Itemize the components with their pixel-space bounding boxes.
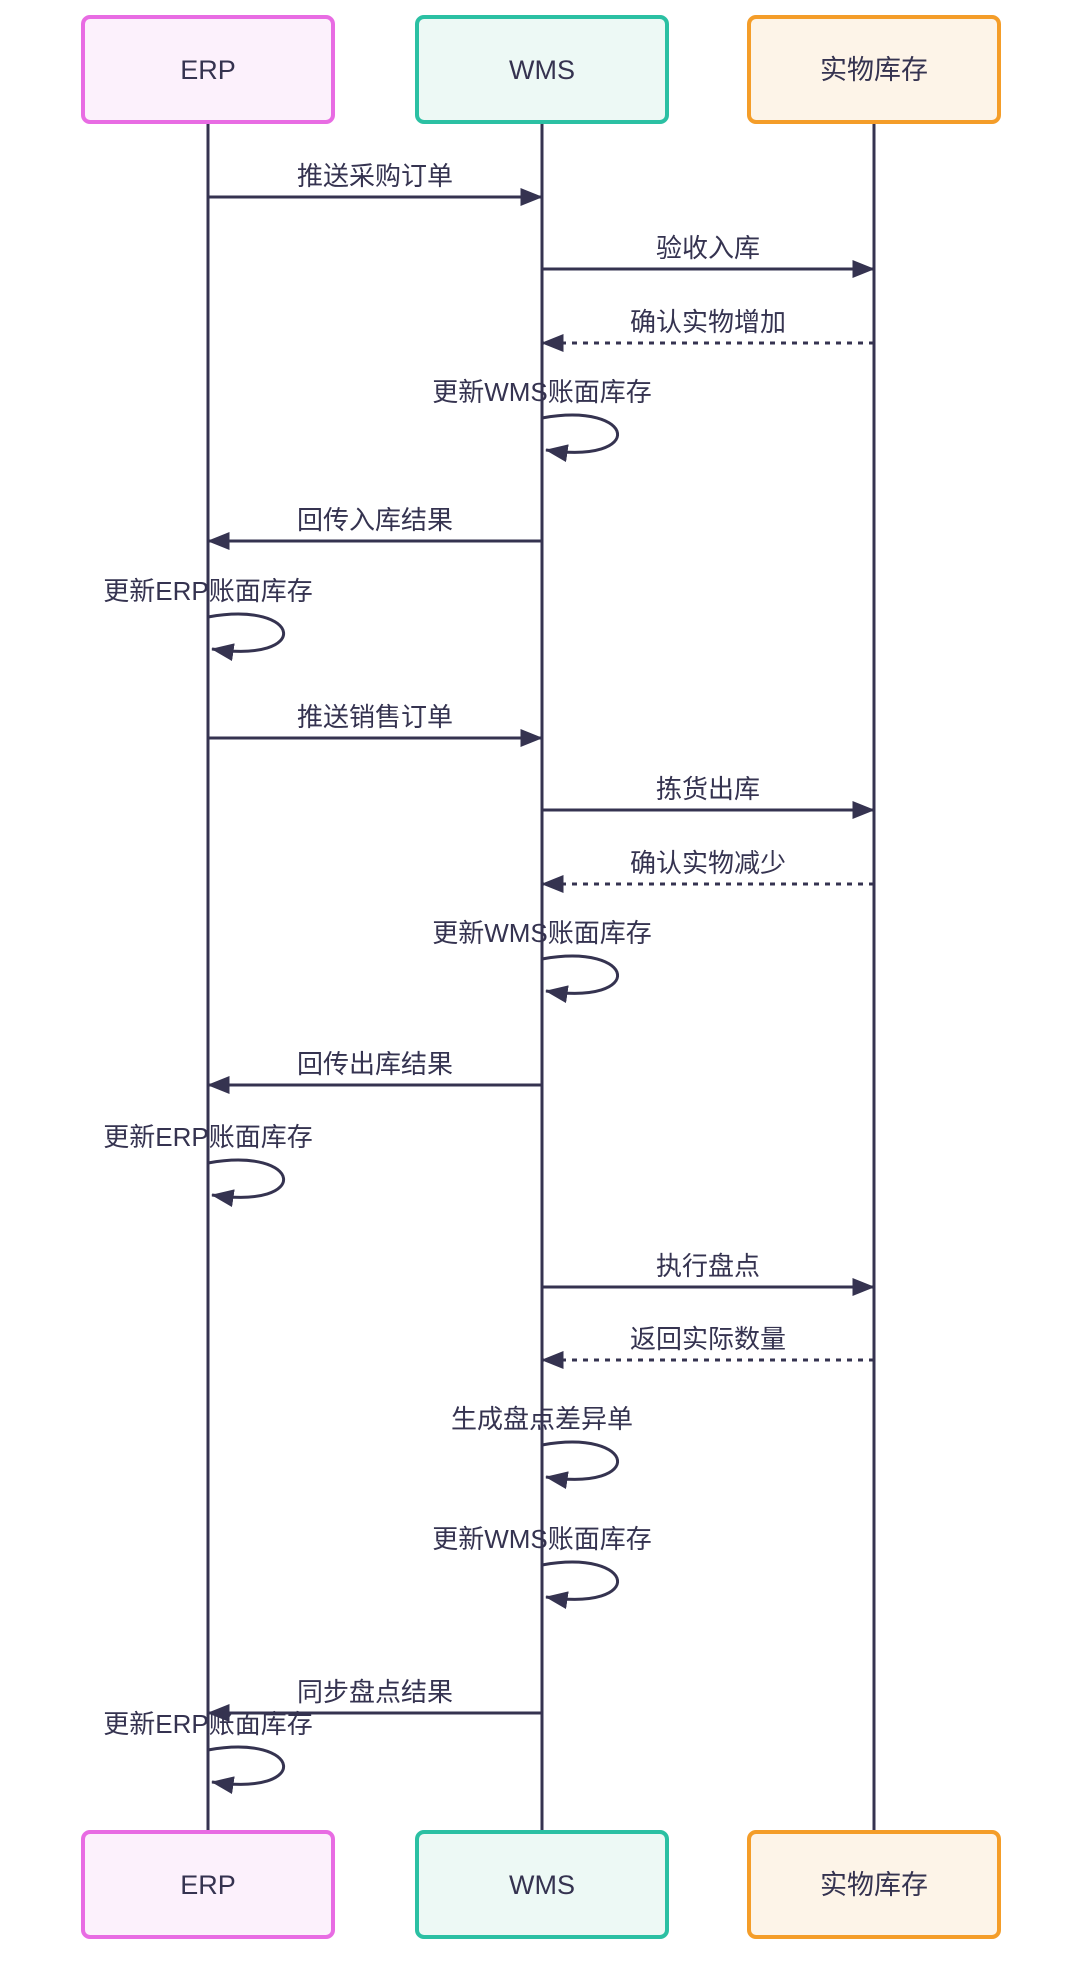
actor-wms-bottom: WMS [415,1830,669,1939]
message-label: 更新ERP账面库存 [103,576,312,606]
message-label: 返回实际数量 [630,1324,786,1354]
message-confirm-physical-increase: 确认实物增加 [541,307,874,352]
message-pick-outbound: 拣货出库 [542,774,875,819]
actor-label-physical-bottom: 实物库存 [820,1870,928,1900]
message-label: 推送采购订单 [297,161,453,191]
message-label: 验收入库 [656,233,760,263]
message-receive-inbound: 验收入库 [542,233,875,278]
self-message-update-wms-stock-1: 更新WMS账面库存 [432,377,652,463]
actor-label-erp-top: ERP [180,55,236,85]
actor-physical-top: 实物库存 [747,15,1001,124]
self-message-update-wms-stock-3: 更新WMS账面库存 [432,1524,652,1610]
self-message-update-erp-stock-2: 更新ERP账面库存 [103,1122,313,1208]
self-loop-arrow [541,413,620,463]
self-loop-arrow [541,1440,620,1490]
message-label: 更新WMS账面库存 [432,1524,652,1554]
message-label: 更新WMS账面库存 [432,918,652,948]
message-label: 同步盘点结果 [297,1677,453,1707]
message-label: 确认实物减少 [630,848,786,878]
self-loop-arrow [207,1745,286,1795]
message-label: 推送销售订单 [297,702,453,732]
message-push-purchase-order: 推送采购订单 [208,161,543,206]
actor-label-erp-bottom: ERP [180,1870,236,1900]
self-message-update-erp-stock-3: 更新ERP账面库存 [103,1709,313,1795]
message-return-actual-quantity: 返回实际数量 [541,1324,874,1369]
message-label: 确认实物增加 [630,307,786,337]
self-message-update-erp-stock-1: 更新ERP账面库存 [103,576,313,662]
actor-label-wms-bottom: WMS [509,1870,575,1900]
message-return-inbound-result: 回传入库结果 [207,505,542,550]
self-loop-arrow [541,954,620,1004]
self-message-update-wms-stock-2: 更新WMS账面库存 [432,918,652,1004]
actor-erp-bottom: ERP [81,1830,335,1939]
message-execute-stocktake: 执行盘点 [542,1251,875,1296]
message-label: 回传入库结果 [297,505,453,535]
actor-box-wms-top [415,15,669,124]
actor-box-erp-top [81,15,335,124]
actor-label-physical-top: 实物库存 [820,55,928,85]
actor-box-physical-bottom [747,1830,1001,1939]
message-label: 更新ERP账面库存 [103,1709,312,1739]
actor-wms-top: WMS [415,15,669,124]
actor-box-wms-bottom [415,1830,669,1939]
self-loop-arrow [207,1158,286,1208]
message-return-outbound-result: 回传出库结果 [207,1049,542,1094]
message-label: 拣货出库 [656,774,760,804]
self-loop-arrow [207,612,286,662]
message-label: 回传出库结果 [297,1049,453,1079]
actor-box-physical-top [747,15,1001,124]
message-label: 执行盘点 [656,1251,760,1281]
message-push-sales-order: 推送销售订单 [208,702,543,747]
message-label: 更新WMS账面库存 [432,377,652,407]
message-confirm-physical-decrease: 确认实物减少 [541,848,874,893]
message-sync-stocktake-result: 同步盘点结果 [207,1677,542,1722]
actor-physical-bottom: 实物库存 [747,1830,1001,1939]
self-message-generate-stocktake-diff: 生成盘点差异单 [451,1404,633,1490]
actor-label-wms-top: WMS [509,55,575,85]
self-loop-arrow [541,1560,620,1610]
actor-box-erp-bottom [81,1830,335,1939]
actor-erp-top: ERP [81,15,335,124]
message-label: 生成盘点差异单 [451,1404,633,1434]
message-label: 更新ERP账面库存 [103,1122,312,1152]
